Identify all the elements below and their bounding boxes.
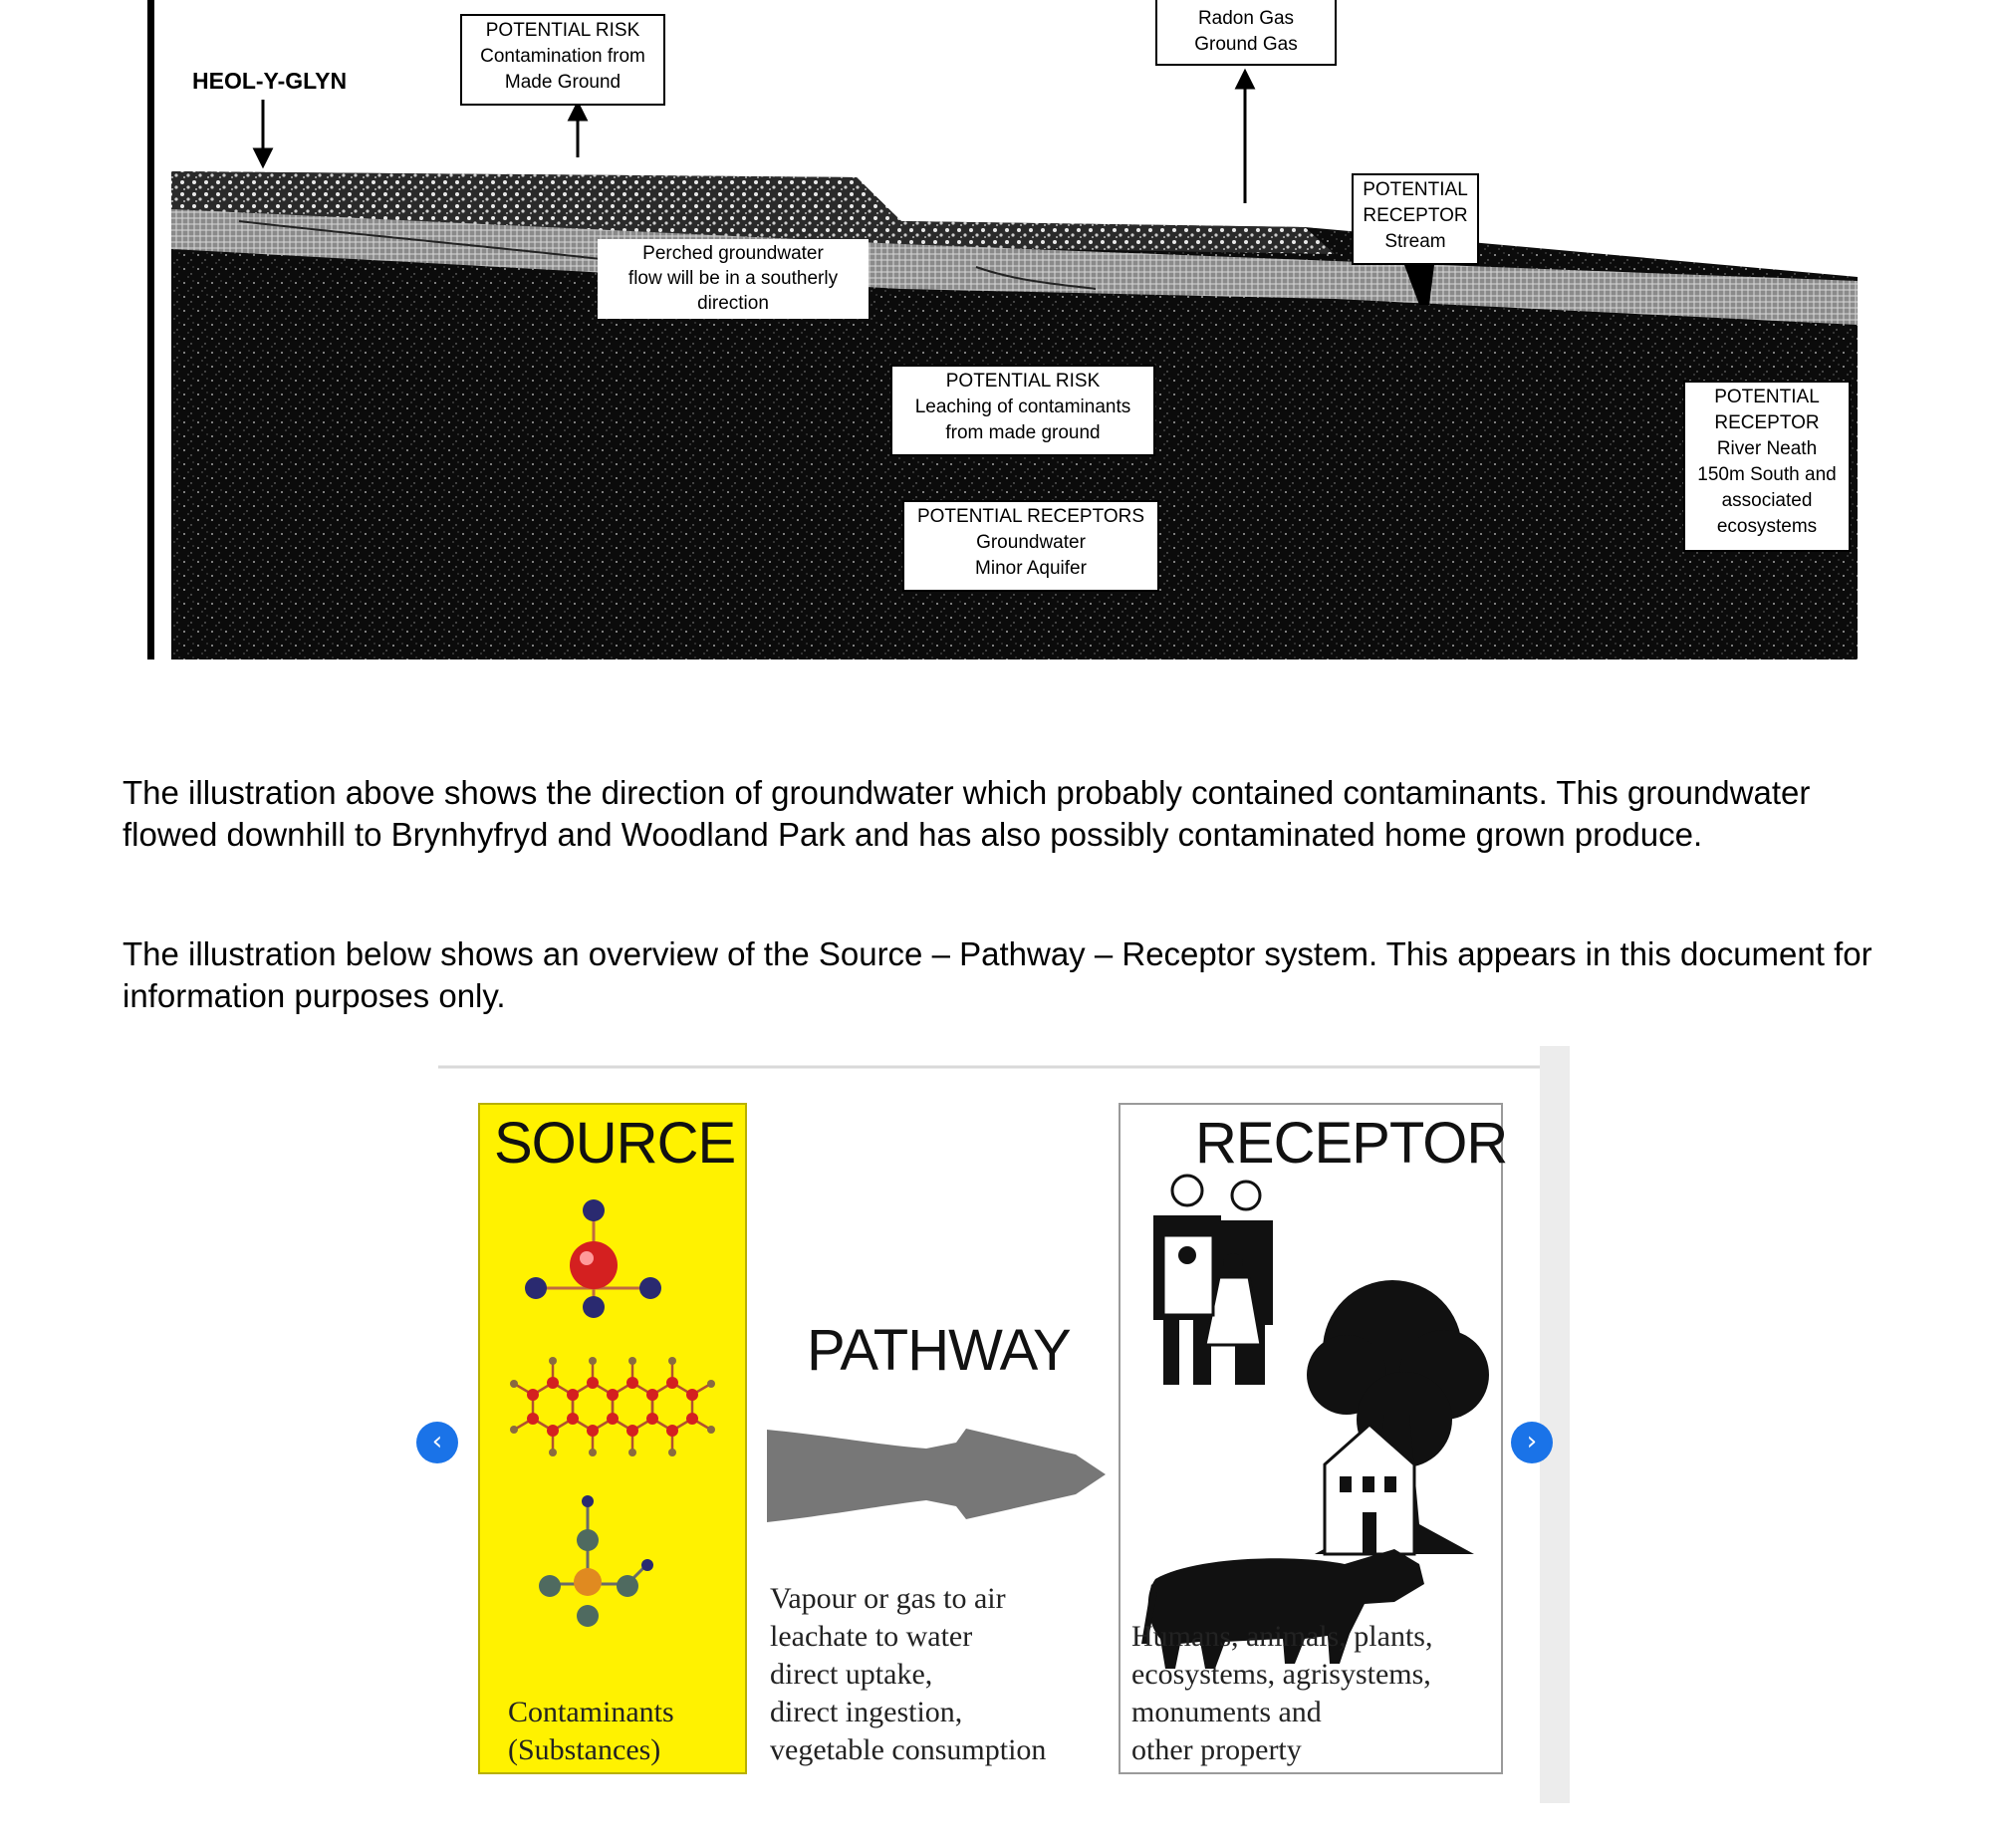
callout-line: POTENTIAL	[1714, 387, 1820, 407]
callout-line: RECEPTOR	[1714, 412, 1820, 433]
callout-line: direction	[697, 293, 769, 314]
cow-icon	[1141, 1549, 1424, 1669]
cross-section-diagram: HEOL-Y-GLYN POTENTIAL RISK Contamination…	[0, 0, 1992, 667]
molecule-icon	[525, 1199, 661, 1318]
caption-line: direct uptake,	[770, 1658, 933, 1691]
source-title: SOURCE	[494, 1111, 736, 1176]
callout-line: POTENTIAL	[1363, 179, 1468, 200]
groundwater-layer	[171, 209, 1858, 325]
caption-line: leachate to water	[770, 1620, 973, 1653]
family-icon	[1153, 1174, 1273, 1385]
source-panel	[478, 1103, 747, 1774]
house-icon	[1323, 1422, 1416, 1556]
callout-risk-made-ground: POTENTIAL RISK Contamination from Made G…	[460, 14, 665, 106]
spr-graphic	[438, 1046, 1570, 1803]
callout-line: Ground Gas	[1194, 34, 1298, 55]
callout-line: Leaching of contaminants	[914, 396, 1131, 417]
caption-line: direct ingestion,	[770, 1696, 963, 1728]
paragraph-groundwater: The illustration above shows the directi…	[123, 774, 1811, 853]
callout-gas: Radon Gas Ground Gas	[1155, 0, 1337, 66]
callout-line: Groundwater	[976, 532, 1086, 553]
callout-line: ecosystems	[1716, 516, 1818, 537]
callout-line: POTENTIAL RISK	[485, 20, 640, 41]
callout-stream-receptor: POTENTIAL RECEPTOR Stream	[1352, 173, 1479, 265]
scroll-strip	[1540, 1046, 1570, 1803]
chevron-left-icon[interactable]: ‹	[416, 1422, 458, 1463]
callout-leaching-risk: POTENTIAL RISK Leaching of contaminants …	[890, 365, 1155, 456]
callout-groundwater-receptors: POTENTIAL RECEPTORS Groundwater Minor Aq…	[902, 500, 1159, 592]
paragraph-spr-intro: The illustration below shows an overview…	[123, 935, 1872, 1014]
molecule-hydrogens	[510, 1357, 715, 1456]
location-label: HEOL-Y-GLYN	[192, 68, 348, 94]
caption-line: other property	[1131, 1733, 1302, 1766]
receptor-caption: Humans, animals, plants, ecosystems, agr…	[1131, 1618, 1432, 1769]
callout-line: POTENTIAL RECEPTORS	[916, 506, 1145, 527]
callout-line: Contamination from	[480, 46, 645, 67]
chevron-right-icon[interactable]: ›	[1511, 1422, 1553, 1463]
caption-line: (Substances)	[508, 1733, 661, 1766]
spr-diagram: SOURCE PATHWAY RECEPTOR Contaminants (Su…	[416, 1046, 1574, 1803]
flow-line-2	[975, 266, 1097, 290]
caption-line: Humans, animals, plants,	[1131, 1620, 1433, 1653]
caption-line: monuments and	[1131, 1696, 1322, 1728]
callout-line: Perched groundwater	[642, 243, 824, 264]
callout-line: Minor Aquifer	[975, 558, 1087, 579]
callout-line: Made Ground	[504, 72, 622, 93]
callout-line: flow will be in a southerly	[627, 268, 839, 289]
caption-line: Contaminants	[508, 1696, 674, 1728]
callout-line: from made ground	[945, 422, 1101, 443]
caption-line: Vapour or gas to air	[770, 1582, 1006, 1615]
molecule-atoms	[527, 1377, 698, 1437]
callout-line: RECEPTOR	[1363, 205, 1468, 226]
callout-perched-groundwater: Perched groundwater flow will be in a so…	[598, 239, 869, 319]
callout-line: 150m South and	[1697, 464, 1837, 485]
gas-arrow	[1234, 68, 1256, 203]
flow-line-1	[238, 220, 619, 262]
pathway-arrow	[767, 1429, 1106, 1522]
callout-river-neath-receptor: POTENTIAL RECEPTOR River Neath 150m Sout…	[1683, 381, 1851, 552]
risk-made-ground-arrow	[567, 100, 589, 157]
callout-line: Radon Gas	[1197, 8, 1295, 29]
source-caption: Contaminants (Substances)	[508, 1694, 674, 1769]
heol-y-glyn-arrow	[252, 100, 274, 169]
receptor-title: RECEPTOR	[1195, 1111, 1508, 1176]
callout-line: associated	[1721, 490, 1813, 511]
stream-channel	[1404, 265, 1434, 305]
callout-line: Stream	[1384, 231, 1446, 252]
caption-line: ecosystems, agrisystems,	[1131, 1658, 1431, 1691]
callout-line: POTENTIAL RISK	[945, 371, 1101, 392]
molecule-icon	[539, 1495, 653, 1627]
callout-line: River Neath	[1716, 438, 1818, 459]
pathway-caption: Vapour or gas to air leachate to water d…	[770, 1580, 1046, 1769]
caption-line: vegetable consumption	[770, 1733, 1047, 1766]
pathway-title: PATHWAY	[807, 1318, 1072, 1383]
section-left-boundary	[147, 0, 154, 660]
